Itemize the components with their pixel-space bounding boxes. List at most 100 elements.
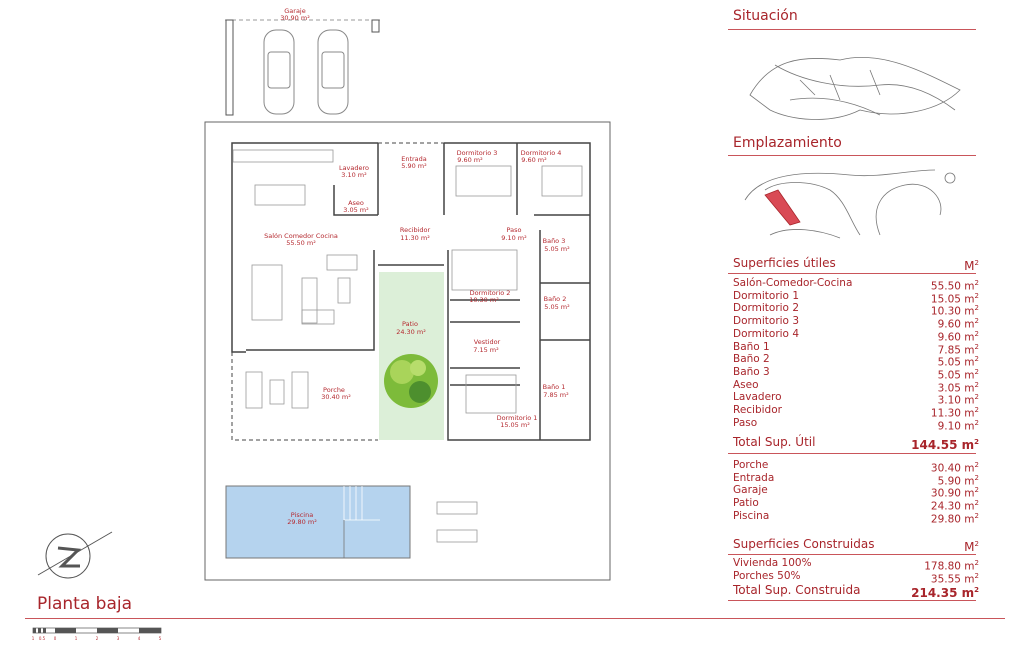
- scale-label: 0.5: [39, 636, 46, 641]
- car-icon: [263, 29, 295, 115]
- situacion-heading: Situación: [733, 8, 798, 24]
- room-area: 5.90 m²: [401, 162, 427, 170]
- row-value: 55.50 m2: [930, 279, 979, 293]
- room-label: Paso: [507, 226, 522, 234]
- room-label: Garaje: [284, 7, 305, 15]
- row-value: 3.10 m2: [937, 393, 979, 407]
- room-area: 3.05 m²: [343, 206, 369, 214]
- utiles-header: Superficies útiles M2: [733, 257, 979, 273]
- room-label: Aseo: [348, 199, 364, 207]
- row-label: Paso: [733, 416, 758, 429]
- divider: [728, 554, 976, 555]
- garage: [225, 19, 380, 116]
- row-label: Recibidor: [733, 404, 782, 416]
- room-area: 30.90 m²: [280, 14, 310, 22]
- row-label: Garaje: [733, 484, 768, 497]
- emplazamiento-heading: Emplazamiento: [733, 135, 842, 151]
- row-value: 3.05 m2: [937, 380, 979, 395]
- total-label: Total Sup. Construida: [733, 583, 861, 597]
- scale-label: 1: [32, 636, 35, 641]
- total-value: 144.55 m2: [911, 438, 979, 452]
- room-label: Baño 2: [544, 295, 567, 303]
- row-value: 9.60 m2: [937, 329, 979, 344]
- pool: [225, 485, 411, 559]
- row-label: Lavadero: [733, 391, 782, 404]
- total-label: Total Sup. Útil: [733, 435, 816, 449]
- room-label: Baño 3: [543, 237, 566, 245]
- row-value: 7.85 m2: [937, 342, 979, 357]
- row-label: Baño 1: [733, 340, 770, 353]
- divider: [728, 600, 976, 601]
- utiles-title: Superficies útiles: [733, 256, 836, 270]
- scale-label: 3: [117, 636, 120, 641]
- room-label: Porche: [323, 386, 345, 394]
- room-area: 29.80 m²: [287, 518, 317, 526]
- room-label: Patio: [402, 320, 418, 328]
- table-row: Vivienda 100%178.80 m2: [733, 557, 979, 573]
- row-value: 9.10 m2: [937, 418, 979, 433]
- plan-title: Planta baja: [37, 594, 133, 614]
- room-area: 9.60 m²: [521, 156, 547, 164]
- table-row: Porches 50%35.55 m2: [733, 570, 979, 586]
- room-label: Vestidor: [474, 338, 501, 346]
- table-row: Aseo 3.05 m2: [733, 379, 979, 395]
- row-label: Entrada: [733, 471, 775, 484]
- row-value: 10.30 m2: [930, 304, 979, 318]
- row-label: Dormitorio 1: [733, 289, 800, 302]
- divider: [728, 453, 976, 454]
- divider: [728, 29, 976, 30]
- row-value: 5.90 m2: [937, 473, 979, 488]
- room-label: Dormitorio 2: [470, 289, 511, 297]
- row-label: Piscina: [733, 509, 770, 522]
- row-value: 5.05 m2: [937, 367, 979, 382]
- divider: [728, 273, 976, 274]
- room-area: 15.05 m²: [500, 421, 530, 429]
- scale-label: 5: [159, 636, 162, 641]
- furniture: [232, 149, 583, 543]
- table-row: Dormitorio 2 10.30 m2: [733, 302, 979, 318]
- row-value: 30.40 m2: [930, 461, 979, 475]
- table-row: Baño 1 7.85 m2: [733, 341, 979, 357]
- room-label: Piscina: [291, 511, 313, 519]
- construidas-total-row: Total Sup. Construida 214.35 m2: [733, 584, 979, 600]
- room-label: Dormitorio 1: [497, 414, 538, 422]
- row-label: Aseo: [733, 378, 759, 391]
- scale-label: 2: [96, 636, 99, 641]
- room-label: Salón Comedor Cocina: [264, 232, 338, 240]
- room-area: 55.50 m²: [286, 239, 316, 247]
- row-value: 29.80 m2: [930, 511, 979, 526]
- room-label: Dormitorio 3: [457, 149, 498, 157]
- room-label: Entrada: [401, 155, 427, 163]
- tree-icon: [384, 354, 438, 408]
- table-row: Piscina 29.80 m2: [733, 510, 979, 526]
- row-value: 5.05 m2: [937, 355, 979, 369]
- row-label: Patio: [733, 497, 759, 510]
- row-label: Dormitorio 2: [733, 302, 800, 315]
- row-label: Baño 2: [733, 353, 770, 366]
- scale-label: 1: [75, 636, 78, 641]
- row-label: Vivienda 100%: [733, 557, 812, 569]
- utiles-total-row: Total Sup. Útil 144.55 m2: [733, 436, 979, 452]
- row-label: Salón-Comedor-Cocina: [733, 277, 853, 289]
- site-map: [744, 169, 956, 239]
- plot-boundary: [204, 121, 611, 581]
- room-label: Dormitorio 4: [521, 149, 562, 157]
- scale-label: 0: [54, 636, 57, 641]
- room-area: 24.30 m²: [396, 328, 426, 336]
- room-label: Lavadero: [339, 164, 369, 172]
- row-value: 11.30 m2: [930, 406, 979, 420]
- construidas-title: Superficies Construidas: [733, 537, 875, 551]
- room-area: 5.05 m²: [544, 303, 570, 311]
- table-row: Lavadero 3.10 m2: [733, 391, 979, 407]
- unit-label: M2: [964, 259, 979, 273]
- situation-map: [749, 56, 961, 120]
- room-area: 10.30 m²: [469, 296, 499, 304]
- construidas-header: Superficies Construidas M2: [733, 538, 979, 554]
- row-label: Baño 3: [733, 365, 770, 378]
- house-walls: [231, 142, 591, 441]
- table-row: Baño 2 5.05 m2: [733, 353, 979, 369]
